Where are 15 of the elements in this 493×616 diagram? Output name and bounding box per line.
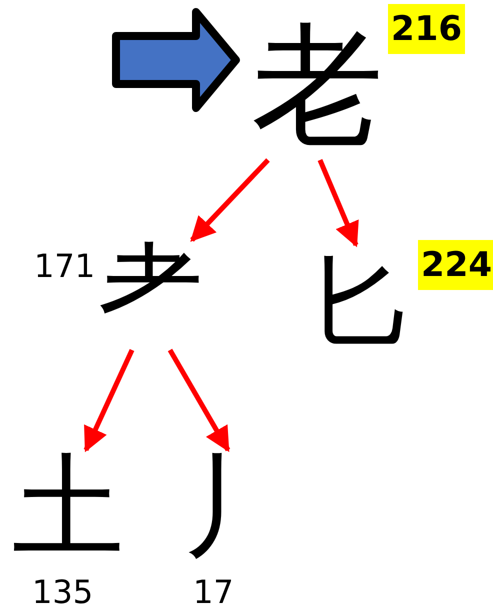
highlighted-number: 224 xyxy=(418,240,493,290)
kanji-character: 匕 xyxy=(305,245,405,360)
kanji-character: 老 xyxy=(245,12,390,160)
count-number: 135 xyxy=(32,576,94,608)
arrow xyxy=(84,348,134,452)
arrow xyxy=(318,159,359,248)
kanji-character: 丿 xyxy=(180,450,260,565)
arrow xyxy=(190,158,270,242)
highlighted-number: 216 xyxy=(388,4,465,54)
kanji-character: 土 xyxy=(12,450,122,565)
arrow xyxy=(168,348,230,452)
count-number: 17 xyxy=(193,576,234,608)
kanji-character: 耂 xyxy=(97,240,207,350)
count-number: 171 xyxy=(34,250,96,282)
block-arrow xyxy=(112,8,240,112)
